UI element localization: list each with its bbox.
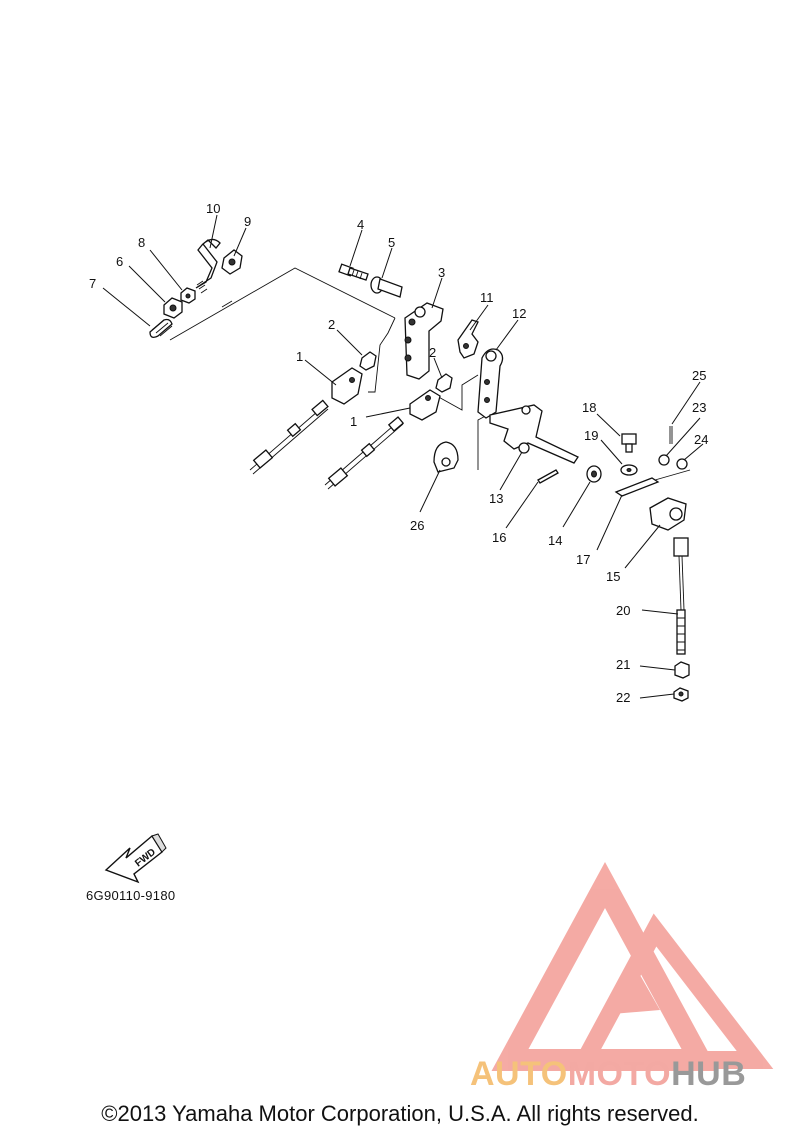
watermark-text: AUTOMOTOHUB [470, 1055, 746, 1094]
part-22-nut [673, 687, 689, 702]
copyright-notice: ©2013 Yamaha Motor Corporation, U.S.A. A… [101, 1101, 699, 1126]
part-2-clip-lower [435, 373, 453, 393]
part-26-clamp [433, 441, 459, 473]
watermark-logo [491, 861, 774, 1071]
callout-2: 2 [429, 345, 436, 360]
part-5-collar [370, 276, 403, 298]
callout-1: 1 [350, 414, 357, 429]
callout-21: 21 [616, 657, 630, 672]
callout-19: 19 [584, 428, 598, 443]
part-4-bolt [338, 263, 369, 281]
part-24-washer [676, 458, 688, 470]
part-12-shift-arm [477, 348, 504, 419]
part-20-rod [676, 555, 686, 655]
callout-18: 18 [582, 400, 596, 415]
callout-labels: 1 1 2 2 3 4 5 6 7 8 9 10 11 12 13 14 15 … [89, 201, 708, 705]
part-13-shift-shaft [489, 404, 579, 464]
leader-lines [102, 214, 704, 699]
fwd-arrow-icon: FWD [104, 833, 167, 884]
part-17-plate [614, 477, 660, 497]
watermark-part-hub: HUB [671, 1055, 747, 1093]
callout-16: 16 [492, 530, 506, 545]
callout-5: 5 [388, 235, 395, 250]
callout-24: 24 [694, 432, 708, 447]
callout-11: 11 [480, 290, 494, 305]
callout-14: 14 [548, 533, 562, 548]
callout-10: 10 [206, 201, 220, 216]
callout-17: 17 [576, 552, 590, 567]
callout-20: 20 [616, 603, 630, 618]
cable-right [324, 416, 405, 490]
callout-2: 2 [328, 317, 335, 332]
callout-6: 6 [116, 254, 123, 269]
connection-lines [169, 267, 691, 481]
callout-3: 3 [438, 265, 445, 280]
watermark-part-auto: AUTO [470, 1055, 568, 1093]
part-11-bracket [457, 319, 479, 359]
part-8-nut [180, 287, 196, 304]
part-9-joint [221, 249, 243, 275]
callout-13: 13 [489, 491, 503, 506]
part-6-nut [163, 297, 183, 319]
part-7-clip [149, 318, 173, 338]
part-10-link-rod [195, 238, 221, 294]
callout-25: 25 [692, 368, 706, 383]
callout-12: 12 [512, 306, 526, 321]
callout-8: 8 [138, 235, 145, 250]
callout-23: 23 [692, 400, 706, 415]
part-23-washer [658, 454, 670, 466]
callout-15: 15 [606, 569, 620, 584]
part-2-clip-upper [359, 351, 377, 371]
callout-26: 26 [410, 518, 424, 533]
part-14-bushing [586, 465, 602, 483]
part-15-joint-block [649, 497, 689, 557]
part-25-cotter-pin [669, 426, 673, 444]
part-1-cable-end-left [331, 367, 363, 405]
callout-4: 4 [357, 217, 364, 232]
part-16-pin [537, 469, 559, 484]
part-3-shift-lever [404, 302, 444, 380]
part-21-nut [674, 661, 690, 679]
callout-9: 9 [244, 214, 251, 229]
part-1-cable-end-right [409, 389, 441, 421]
callout-22: 22 [616, 690, 630, 705]
callout-7: 7 [89, 276, 96, 291]
cable-left [249, 399, 329, 475]
watermark-part-moto: MOTO [567, 1055, 672, 1093]
part-19-washer [620, 464, 638, 476]
callout-1: 1 [296, 349, 303, 364]
diagram-code: 6G90110-9180 [86, 888, 176, 903]
part-18-bolt [621, 433, 637, 453]
